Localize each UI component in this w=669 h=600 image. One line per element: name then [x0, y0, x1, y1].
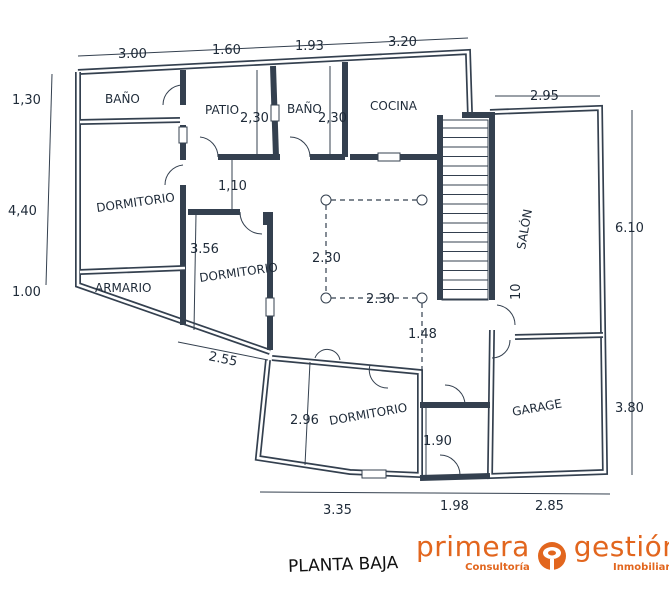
room-garage: GARAGE — [511, 396, 563, 419]
room-dormitorio-3: DORMITORIO — [328, 400, 408, 428]
dim-dorm2-h: 3.56 — [190, 242, 219, 257]
dimension-lines — [45, 37, 633, 495]
dim-right-2: 3.80 — [615, 401, 644, 416]
stairs — [441, 119, 489, 301]
room-cocina: COCINA — [370, 99, 418, 113]
doors — [162, 84, 516, 479]
dim-small-h: 1.90 — [423, 434, 452, 449]
dim-passage: 1.48 — [408, 327, 437, 342]
plan-title: PLANTA BAJA — [287, 553, 399, 577]
dashed-columns — [320, 194, 428, 372]
dim-top-3: 1.93 — [295, 39, 324, 54]
dim-bottom-2: 1.98 — [440, 499, 469, 514]
dim-center-v: 2.30 — [312, 251, 341, 266]
dim-left-3: 1.00 — [12, 285, 41, 300]
dim-bottom-1: 3.35 — [323, 503, 352, 518]
dim-center-h: 2.30 — [366, 292, 395, 307]
logo-sub-right: Inmobiliaria — [613, 562, 669, 573]
room-armario: ARMARIO — [95, 281, 151, 295]
dim-bano-h: 2,30 — [318, 111, 347, 126]
dim-dorm3-h: 2.96 — [290, 413, 319, 428]
logo-left: primera — [416, 530, 530, 563]
dim-bottom-3: 2.85 — [535, 499, 564, 514]
dim-top-1: 3.00 — [118, 47, 147, 62]
dimension-labels: 3.00 1.60 1.93 3.20 2.95 1,30 4,40 1.00 … — [8, 35, 644, 518]
logo-sub-left: Consultoría — [465, 562, 530, 573]
dim-salon-top: 2.95 — [530, 89, 559, 104]
dim-left-2: 4,40 — [8, 204, 37, 219]
room-salon: SALÓN — [513, 208, 535, 251]
room-bano-2: BAÑO — [287, 101, 322, 116]
dim-top-4: 3.20 — [388, 35, 417, 50]
dim-patio-h: 2,30 — [240, 111, 269, 126]
room-dormitorio-2: DORMITORIO — [198, 260, 278, 285]
room-bano-1: BAÑO — [105, 91, 140, 106]
dim-stairs: 10 — [509, 283, 524, 300]
logo-mark-icon — [537, 542, 566, 571]
room-patio: PATIO — [205, 103, 239, 117]
room-dormitorio-1: DORMITORIO — [95, 190, 175, 215]
dim-top-2: 1.60 — [212, 43, 241, 58]
dim-diag: 2.55 — [207, 349, 238, 370]
dim-right-1: 6.10 — [615, 221, 644, 236]
walls — [75, 48, 609, 481]
dim-hall: 1,10 — [218, 179, 247, 194]
company-logo: primera Consultoría gestión Inmobiliaria — [416, 530, 669, 574]
logo-right: gestión — [573, 530, 669, 563]
dim-left-1: 1,30 — [12, 93, 41, 108]
